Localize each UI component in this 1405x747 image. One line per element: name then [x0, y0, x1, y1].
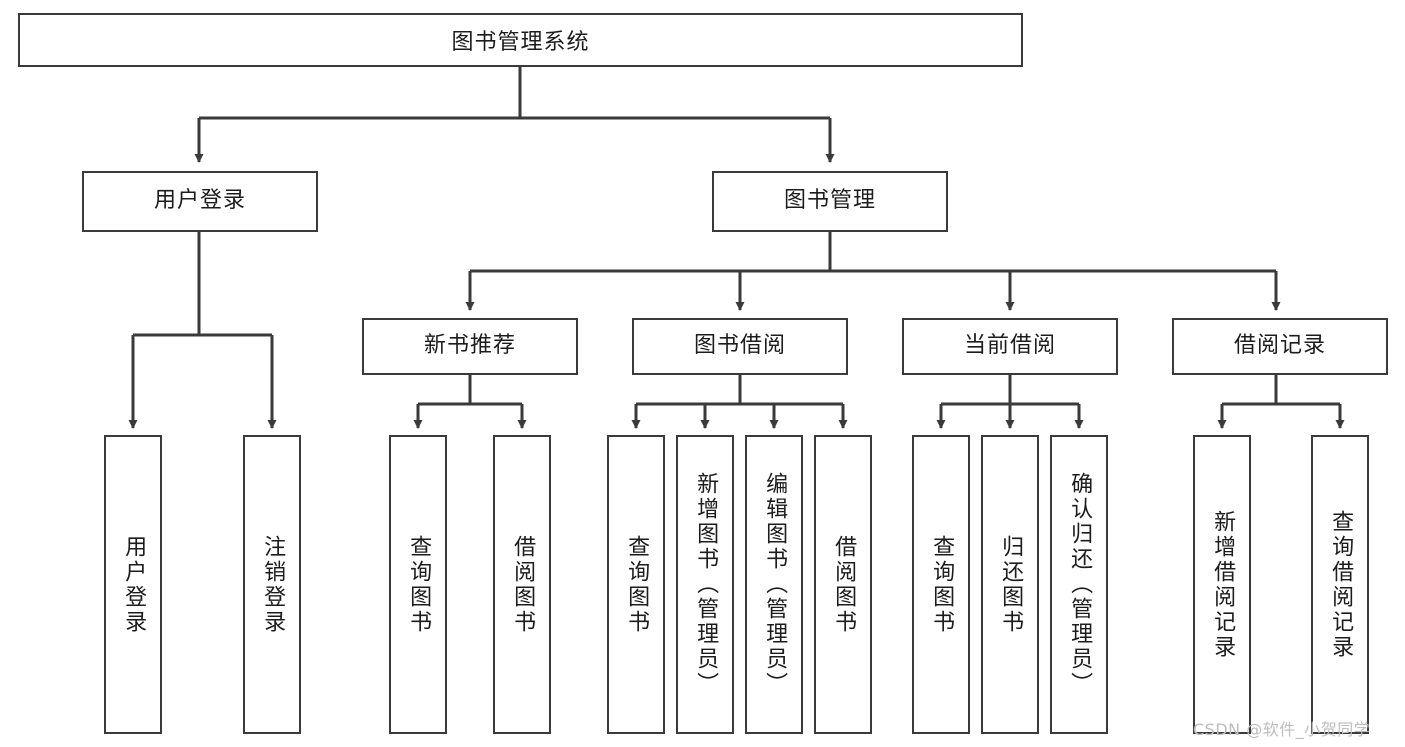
edge-root-to-level1 — [194, 118, 835, 163]
edge-newbook-to-leaves — [413, 404, 527, 429]
edge-bookmgmt-trunk — [470, 232, 1276, 273]
node-new-book-recommend[interactable]: 新书推荐 — [362, 318, 578, 375]
node-current-borrow[interactable]: 当前借阅 — [902, 318, 1118, 375]
leaf-query-book-current[interactable]: 查询图书 — [912, 435, 970, 734]
leaf-confirm-return-admin[interactable]: 确认归还（管理员） — [1050, 435, 1108, 734]
edge-bookborrow-trunk — [636, 375, 843, 406]
leaf-add-book-admin[interactable]: 新增图书（管理员） — [676, 435, 734, 734]
leaf-edit-book-admin[interactable]: 编辑图书（管理员） — [745, 435, 803, 734]
node-user-login[interactable]: 用户登录 — [82, 171, 318, 232]
edge-bookmgmt-to-level2 — [465, 271, 1281, 311]
leaf-query-book-borrow[interactable]: 查询图书 — [607, 435, 665, 734]
edge-userlogin-to-leaves — [128, 335, 277, 429]
edge-root-trunk — [199, 67, 830, 120]
leaf-logout-login[interactable]: 注销登录 — [243, 435, 301, 734]
edge-borrowrecord-to-leaves — [1217, 404, 1345, 429]
edge-borrowrecord-trunk — [1222, 375, 1340, 406]
node-book-borrow[interactable]: 图书借阅 — [632, 318, 848, 375]
edge-bookborrow-to-leaves — [631, 404, 848, 429]
edge-newbook-trunk — [418, 375, 522, 406]
node-book-management[interactable]: 图书管理 — [712, 171, 948, 232]
node-borrow-record[interactable]: 借阅记录 — [1172, 318, 1388, 375]
leaf-query-book-recommend[interactable]: 查询图书 — [389, 435, 447, 734]
edge-currentborrow-trunk — [941, 375, 1079, 406]
edge-currentborrow-to-leaves — [936, 404, 1084, 429]
leaf-query-borrow-record[interactable]: 查询借阅记录 — [1311, 435, 1369, 734]
csdn-watermark: CSDN @软件_小贺同学 — [1193, 720, 1371, 739]
leaf-user-login[interactable]: 用户登录 — [104, 435, 162, 734]
leaf-borrow-book-recommend[interactable]: 借阅图书 — [493, 435, 551, 734]
edge-userlogin-trunk — [133, 232, 272, 337]
leaf-borrow-book[interactable]: 借阅图书 — [814, 435, 872, 734]
node-root-system[interactable]: 图书管理系统 — [18, 13, 1023, 67]
leaf-add-borrow-record[interactable]: 新增借阅记录 — [1193, 435, 1251, 734]
leaf-return-book[interactable]: 归还图书 — [981, 435, 1039, 734]
